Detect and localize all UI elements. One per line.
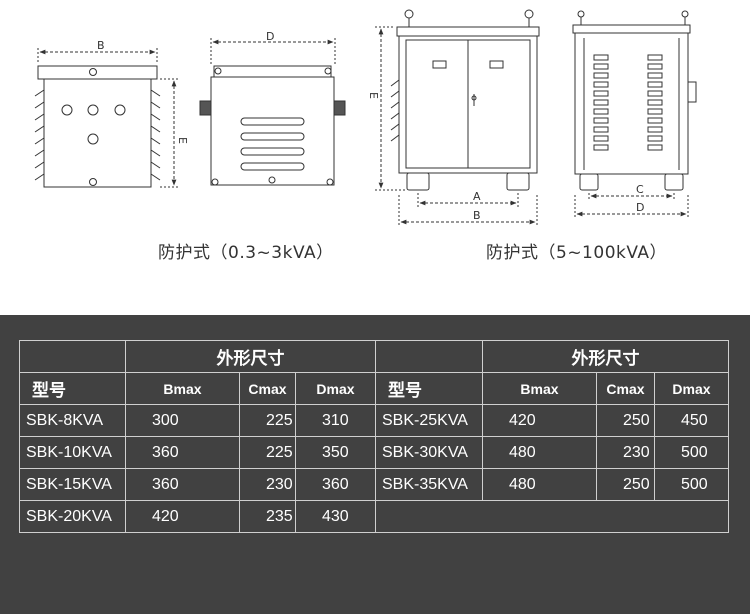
col-cmax-right: Cmax xyxy=(596,372,655,405)
model-cell: SBK-35KVA xyxy=(375,468,483,501)
cmax-cell: 250 xyxy=(596,468,655,501)
bmax-cell: 300 xyxy=(125,404,240,437)
table-row: SBK-8KVA 300 225 310 SBK-25KVA 420 250 4… xyxy=(19,404,729,437)
header-blank-cell xyxy=(375,340,483,373)
caption-small-model: 防护式（0.3~3kVA） xyxy=(158,243,334,263)
cmax-cell: 230 xyxy=(596,436,655,469)
group-header-left: 外形尺寸 xyxy=(125,340,376,373)
col-dmax-right: Dmax xyxy=(654,372,729,405)
bmax-cell: 360 xyxy=(125,436,240,469)
bmax-cell: 420 xyxy=(125,500,240,533)
bmax-cell: 480 xyxy=(482,468,597,501)
cmax-cell: 235 xyxy=(239,500,296,533)
dmax-cell: 310 xyxy=(295,404,376,437)
cmax-cell: 230 xyxy=(239,468,296,501)
table-header-row: 外形尺寸 外形尺寸 xyxy=(19,340,729,373)
model-cell: SBK-25KVA xyxy=(375,404,483,437)
dmax-cell: 450 xyxy=(654,404,729,437)
dim-label-large-width: B xyxy=(473,209,481,222)
small-front-view xyxy=(34,48,180,188)
cmax-cell: 225 xyxy=(239,404,296,437)
group-header-right: 外形尺寸 xyxy=(482,340,729,373)
model-cell: SBK-8KVA xyxy=(19,404,126,437)
col-dmax-left: Dmax xyxy=(295,372,376,405)
model-cell: SBK-30KVA xyxy=(375,436,483,469)
large-side-view xyxy=(572,10,697,218)
bmax-cell: 360 xyxy=(125,468,240,501)
dim-label-front-width: B xyxy=(97,39,105,52)
cmax-cell: 225 xyxy=(239,436,296,469)
model-cell: SBK-15KVA xyxy=(19,468,126,501)
table-row: SBK-15KVA 360 230 360 SBK-35KVA 480 250 … xyxy=(19,468,729,501)
dimension-spec-table: 外形尺寸 外形尺寸 型号 Bmax Cmax Dmax 型号 Bmax Cmax… xyxy=(19,340,729,533)
bmax-cell: 420 xyxy=(482,404,597,437)
col-bmax-right: Bmax xyxy=(482,372,597,405)
dim-label-large-inner-depth: C xyxy=(636,183,644,196)
large-front-view xyxy=(375,9,540,226)
dim-label-large-inner-width: A xyxy=(473,190,481,203)
col-cmax-left: Cmax xyxy=(239,372,296,405)
spec-table-panel: 外形尺寸 外形尺寸 型号 Bmax Cmax Dmax 型号 Bmax Cmax… xyxy=(0,315,750,614)
dmax-cell: 360 xyxy=(295,468,376,501)
dmax-cell: 430 xyxy=(295,500,376,533)
dim-label-side-depth: D xyxy=(266,30,274,43)
dim-label-large-height: E xyxy=(367,92,380,99)
cmax-cell: 250 xyxy=(596,404,655,437)
table-row: SBK-20KVA 420 235 430 xyxy=(19,500,729,533)
bmax-cell: 480 xyxy=(482,436,597,469)
table-row: SBK-10KVA 360 225 350 SBK-30KVA 480 230 … xyxy=(19,436,729,469)
dmax-cell: 500 xyxy=(654,436,729,469)
empty-merged-cell xyxy=(375,500,729,533)
dim-label-large-depth: D xyxy=(636,201,644,214)
model-cell: SBK-10KVA xyxy=(19,436,126,469)
table-column-row: 型号 Bmax Cmax Dmax 型号 Bmax Cmax Dmax xyxy=(19,372,729,405)
drawings-area: B E D E A B C D 防护式（0.3~3kVA） 防护式（5~100k… xyxy=(34,9,697,263)
header-blank-cell xyxy=(19,340,126,373)
model-cell: SBK-20KVA xyxy=(19,500,126,533)
dmax-cell: 500 xyxy=(654,468,729,501)
model-header-right: 型号 xyxy=(375,372,483,405)
dmax-cell: 350 xyxy=(295,436,376,469)
dim-label-front-height: E xyxy=(176,137,189,144)
technical-drawings: B E D E A B C D xyxy=(34,9,697,226)
col-bmax-left: Bmax xyxy=(125,372,240,405)
small-side-view xyxy=(199,38,346,186)
model-header-left: 型号 xyxy=(19,372,126,405)
caption-large-model: 防护式（5~100kVA） xyxy=(486,243,668,263)
